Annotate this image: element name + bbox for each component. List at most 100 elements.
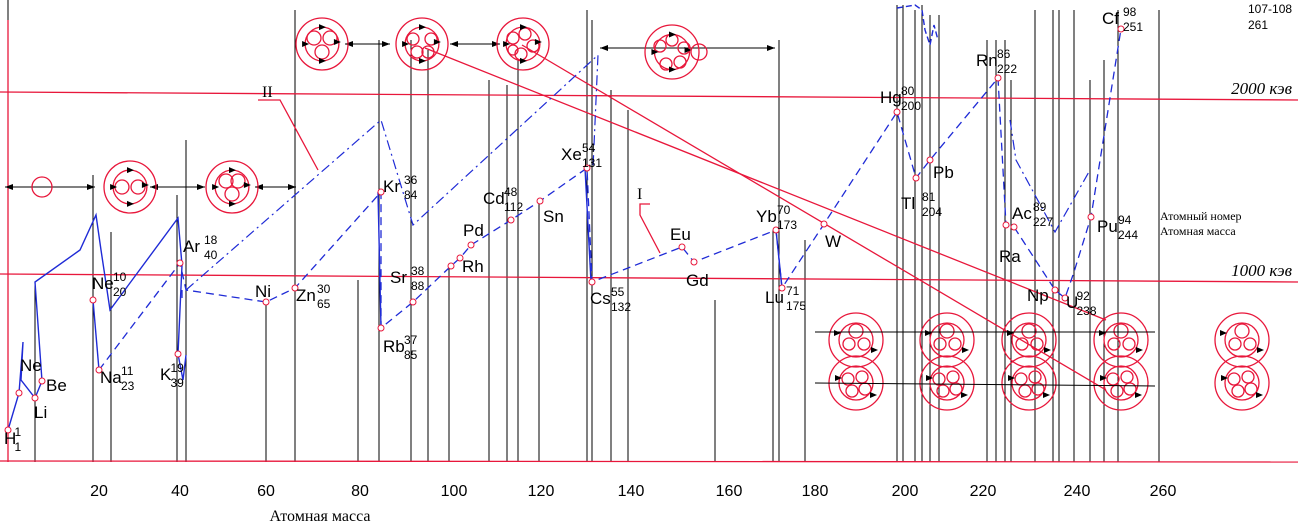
element-label-w: W	[825, 232, 841, 251]
solid-drop-na	[92, 299, 100, 371]
model-kr-outer	[295, 17, 349, 71]
fission-model-2-bottom-ball	[932, 372, 946, 386]
element-symbol: Tl	[901, 194, 915, 213]
model-kr-arrow	[319, 57, 326, 64]
element-label-np: Np	[1027, 286, 1049, 305]
atomic-number: 10	[113, 270, 127, 284]
model-rn-inner	[518, 27, 532, 41]
data-point	[536, 197, 544, 205]
fission-model-5-arrow	[1257, 347, 1264, 353]
shell-arrow-1-head-right	[87, 184, 95, 190]
data-point	[291, 284, 299, 292]
model-ne-inner	[130, 179, 146, 195]
fission-model-2-bottom-ball	[946, 370, 960, 384]
data-point	[994, 74, 1002, 82]
model-ar-outer	[205, 160, 259, 214]
fission-model-1-top-inner	[838, 322, 874, 358]
fission-model-2-bottom-ball	[949, 382, 963, 396]
atomic-mass: 222	[997, 62, 1017, 76]
data-point	[926, 156, 934, 164]
model-h-outer	[31, 176, 53, 198]
model-u-arrow	[651, 49, 659, 55]
model-u-inner	[677, 41, 691, 55]
element-symbol: Eu	[670, 225, 691, 244]
data-point	[89, 296, 97, 304]
element-symbol: Cd	[483, 189, 505, 208]
x-tick-label: 200	[892, 483, 919, 500]
element-symbol: Na	[100, 368, 122, 387]
extra-number: 107-108	[1248, 2, 1292, 16]
fission-model-1-top-outer	[828, 312, 884, 368]
atomic-number: 48	[504, 185, 518, 199]
level-label-2000: 2000 кэв	[1231, 79, 1292, 98]
element-symbol: Cs	[590, 289, 611, 308]
element-label-pd: Pd	[463, 221, 484, 240]
shell-arrow-3-head-right	[288, 184, 296, 190]
vertical-guide-lines	[7, 0, 1160, 462]
element-label-ra: Ra	[999, 247, 1021, 266]
pointer-I	[639, 203, 661, 254]
fission-model-4-top-ball	[1122, 337, 1136, 351]
model-xe-arrow	[419, 24, 426, 31]
element-symbol: Kr	[383, 177, 400, 196]
fission-model-3-bottom-ball	[1031, 382, 1045, 396]
fission-model-5-bottom-inner	[1224, 365, 1260, 401]
fission-model-3-top-ball	[1021, 323, 1037, 339]
data-point	[820, 220, 828, 228]
element-symbol: Rh	[462, 257, 484, 276]
fission-model-4-bottom-inner	[1103, 365, 1139, 401]
model-u-arrow	[669, 31, 676, 38]
shell-arrow-2-head-right	[197, 184, 205, 190]
model-kr-inner	[322, 30, 338, 46]
element-symbol: Gd	[686, 271, 709, 290]
model-xe-inner	[410, 45, 424, 59]
element-symbol: Xe	[561, 145, 582, 164]
atomic-mass: 238	[1077, 304, 1097, 318]
data-point	[678, 243, 686, 251]
fission-model-3-top-inner	[1011, 322, 1047, 358]
element-label-li: Li	[34, 403, 47, 422]
data-point	[377, 188, 385, 196]
fission-model-1-bottom-ball	[858, 382, 872, 396]
element-symbol: Ra	[999, 247, 1021, 266]
fission-model-5-bottom-ball	[1244, 382, 1258, 396]
dashed-curve-I	[98, 28, 1122, 371]
model-ne-arrow	[141, 182, 149, 188]
shell-arrow-3-head-left	[255, 184, 263, 190]
model-xe-arrow	[402, 41, 410, 47]
atomic-mass: 85	[404, 348, 418, 362]
curve-label-I: I	[637, 186, 642, 203]
data-point	[467, 241, 475, 249]
atomic-number: 71	[786, 284, 800, 298]
data-point	[583, 164, 591, 172]
model-rn-inner	[506, 31, 520, 45]
fission-model-3-bottom-inner	[1011, 365, 1047, 401]
atomic-mass: 84	[404, 188, 418, 202]
fission-model-5-top-outer	[1214, 312, 1270, 368]
fission-model-1-bottom-ball	[845, 384, 859, 398]
fission-model-1-top-ball	[848, 323, 864, 339]
diagonal-line-a	[424, 47, 1107, 321]
atomic-mass: 131	[582, 156, 602, 170]
x-tick-label: 220	[970, 483, 997, 500]
atomic-number: 38	[411, 264, 425, 278]
atomic-mass: 20	[113, 285, 127, 299]
data-point	[15, 389, 23, 397]
atomic-mass: 39	[171, 376, 185, 390]
data-point	[95, 366, 103, 374]
fission-model-3-bottom-outer	[1001, 355, 1057, 411]
fission-model-5-bottom-outer	[1214, 355, 1270, 411]
fission-model-4-top-ball	[1107, 337, 1121, 351]
model-ar-arrow	[229, 200, 236, 207]
x-tick-label: 20	[90, 483, 108, 500]
